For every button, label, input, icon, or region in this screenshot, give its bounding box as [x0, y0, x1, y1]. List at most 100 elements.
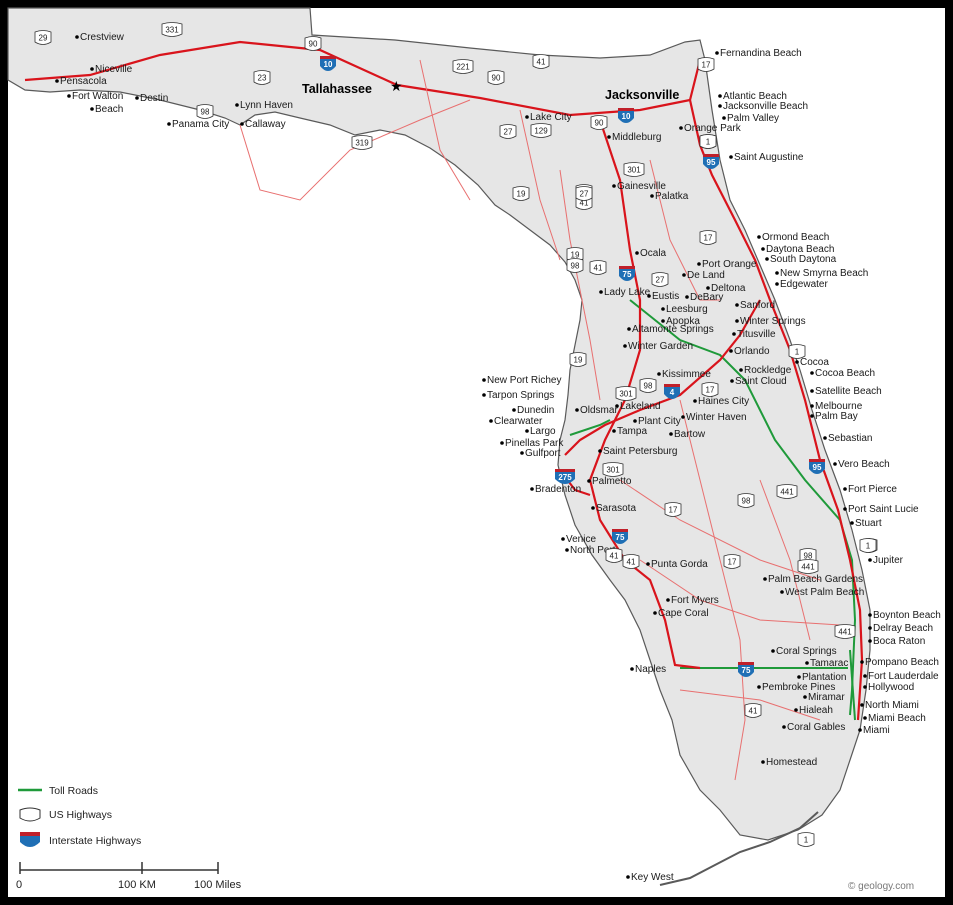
us-highway-shield-icon: 441 — [776, 484, 798, 499]
us-highway-shields: 2933190239831927129904119221901730127411… — [34, 22, 878, 847]
city-label: Pembroke Pines — [762, 682, 835, 693]
city-label: Sebastian — [828, 433, 872, 444]
city-label: Fort Walton — [72, 91, 123, 102]
interstate-shield-icon: 4 — [664, 384, 680, 399]
us-highway-number: 17 — [728, 558, 737, 567]
city-dot — [765, 257, 769, 261]
us-highway-shield-icon: 1 — [699, 134, 717, 149]
us-highway-number: 441 — [801, 563, 815, 572]
city-dot — [863, 685, 867, 689]
city-label: Leesburg — [666, 304, 708, 315]
city-label: North Miami — [865, 700, 919, 711]
interstate-number: 10 — [622, 112, 631, 121]
city-dot — [633, 419, 637, 423]
city-label: Punta Gorda — [651, 559, 708, 570]
city-dot — [512, 408, 516, 412]
city-dot — [863, 716, 867, 720]
us-highway-number: 90 — [595, 119, 604, 128]
city-label: Winter Springs — [740, 316, 806, 327]
city-label: Haines City — [698, 396, 749, 407]
us-highway-number: 301 — [606, 466, 620, 475]
city-dot — [722, 116, 726, 120]
city-dot — [757, 235, 761, 239]
city-dot — [729, 349, 733, 353]
city-label: Deltona — [711, 283, 746, 294]
city-label: Fort Lauderdale — [868, 671, 939, 682]
city-label: North Port — [570, 545, 616, 556]
city-label: Key West — [631, 872, 674, 883]
city-label: Titusville — [737, 329, 776, 340]
city-label: Pensacola — [60, 76, 107, 87]
us-highway-shield-icon: 41 — [622, 554, 640, 569]
scale-km-label: 100 KM — [118, 879, 156, 891]
city-dot — [630, 667, 634, 671]
city-dot — [669, 432, 673, 436]
interstate-number: 75 — [623, 270, 632, 279]
us-highway-shield-icon: 98 — [639, 378, 657, 393]
us-highway-number: 1 — [706, 138, 711, 147]
city-dot — [823, 436, 827, 440]
city-dot — [650, 194, 654, 198]
city-label: Vero Beach — [838, 459, 890, 470]
city-label: Largo — [530, 426, 556, 437]
city-label: Palatka — [655, 191, 689, 202]
us-highway-shield-icon: 441 — [834, 624, 856, 639]
city-label: Sarasota — [596, 503, 636, 514]
us-highway-shield-icon: 90 — [487, 70, 505, 85]
city-label: Winter Garden — [628, 341, 693, 352]
us-highway-shield-icon: 27 — [499, 124, 517, 139]
city-label: Orange Park — [684, 123, 742, 134]
us-highway-number: 98 — [201, 108, 210, 117]
us-highway-shield-icon: 41 — [532, 54, 550, 69]
interstate-number: 95 — [707, 158, 716, 167]
us-highway-number: 98 — [644, 382, 653, 391]
us-highway-number: 41 — [594, 264, 603, 273]
city-label: Eustis — [652, 291, 679, 302]
us-highway-number: 441 — [838, 628, 852, 637]
city-label: Daytona Beach — [766, 244, 834, 255]
city-dot — [666, 598, 670, 602]
us-highway-number: 301 — [619, 390, 633, 399]
city-dot — [685, 295, 689, 299]
scale-miles-label: 100 Miles — [194, 879, 242, 891]
legend-interstate-shield-top — [20, 832, 40, 836]
city-dot — [718, 94, 722, 98]
city-dot — [525, 429, 529, 433]
us-highway-shield-icon: 27 — [651, 272, 669, 287]
interstate-shield-icon: 275 — [555, 469, 575, 484]
us-highway-number: 29 — [39, 34, 48, 43]
interstate-shield-icon: 75 — [612, 529, 628, 544]
us-highway-number: 441 — [780, 488, 794, 497]
city-dot — [489, 419, 493, 423]
legend-toll-label: Toll Roads — [49, 785, 98, 797]
city-dot — [735, 319, 739, 323]
us-highway-number: 221 — [456, 63, 470, 72]
us-highway-shield-icon: 19 — [512, 186, 530, 201]
city-dot — [735, 303, 739, 307]
city-label: Apopka — [666, 316, 700, 327]
city-label: Miramar — [808, 692, 845, 703]
city-dot — [530, 487, 534, 491]
city-label: Panama City — [172, 119, 229, 130]
city-dot — [833, 462, 837, 466]
city-dot — [771, 649, 775, 653]
city-dot — [775, 271, 779, 275]
city-dot — [794, 708, 798, 712]
city-dot — [715, 51, 719, 55]
city-label: Satellite Beach — [815, 386, 882, 397]
city-label: Pompano Beach — [865, 657, 939, 668]
city-dot — [598, 449, 602, 453]
city-dot — [626, 875, 630, 879]
city-dot — [646, 562, 650, 566]
city-label: Jacksonville Beach — [723, 101, 808, 112]
city-label: Ormond Beach — [762, 232, 829, 243]
us-highway-shield-icon: 441 — [797, 559, 819, 574]
city-label: Boca Raton — [873, 636, 925, 647]
us-highway-shield-icon: 1 — [859, 538, 877, 553]
interstate-shield-icon: 75 — [738, 662, 754, 677]
city-dot — [647, 294, 651, 298]
city-label: South Daytona — [770, 254, 837, 265]
